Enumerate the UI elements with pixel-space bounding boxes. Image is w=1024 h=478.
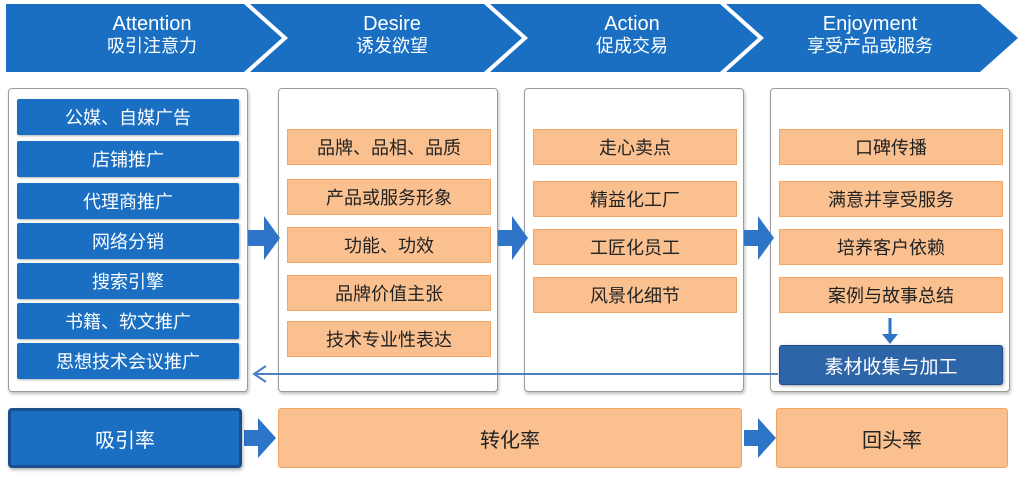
desire-item: 产品或服务形象: [287, 179, 491, 215]
chevron-attention: [6, 4, 282, 72]
enjoyment-item: 培养客户依赖: [779, 229, 1003, 265]
attention-item: 公媒、自媒广告: [17, 99, 239, 135]
chevron-action: [490, 4, 758, 72]
desire-item: 品牌、品相、品质: [287, 129, 491, 165]
block-arrow-right-icon: [244, 418, 276, 458]
stage-subtitle-action: 促成交易: [596, 36, 668, 57]
attention-item: 书籍、软文推广: [17, 303, 239, 339]
material-collection-box: 素材收集与加工: [779, 345, 1003, 385]
enjoyment-panel: 口碑传播 满意并享受服务 培养客户依赖 案例与故事总结 素材收集与加工: [770, 88, 1010, 392]
action-item: 工匠化员工: [533, 229, 737, 265]
stage-subtitle-enjoyment: 享受产品或服务: [807, 36, 933, 57]
enjoyment-item: 满意并享受服务: [779, 181, 1003, 217]
stage-title-action: Action: [604, 13, 660, 35]
block-arrow-right-icon: [498, 216, 528, 260]
desire-item: 技术专业性表达: [287, 321, 491, 357]
attention-item: 思想技术会议推广: [17, 343, 239, 379]
desire-panel: 品牌、品相、品质 产品或服务形象 功能、功效 品牌价值主张 技术专业性表达: [278, 88, 498, 392]
attention-item: 代理商推广: [17, 183, 239, 219]
desire-item: 功能、功效: [287, 227, 491, 263]
enjoyment-item: 案例与故事总结: [779, 277, 1003, 313]
block-arrow-right-icon: [744, 418, 776, 458]
block-arrow-right-icon: [248, 216, 280, 260]
chevron-enjoyment: [726, 4, 1018, 72]
stage-subtitle-desire: 诱发欲望: [356, 36, 428, 57]
attention-item: 网络分销: [17, 223, 239, 259]
down-arrow-head-icon: [882, 334, 898, 344]
action-item: 风景化细节: [533, 277, 737, 313]
feedback-arrow-head-icon: [252, 365, 267, 383]
action-panel: 走心卖点 精益化工厂 工匠化员工 风景化细节: [524, 88, 744, 392]
return-rate-box: 回头率: [776, 408, 1008, 468]
stage-chevron-band: [6, 4, 1018, 72]
attention-item: 搜索引擎: [17, 263, 239, 299]
stage-title-desire: Desire: [363, 13, 421, 35]
attention-panel: 公媒、自媒广告 店铺推广 代理商推广 网络分销 搜索引擎 书籍、软文推广 思想技…: [8, 88, 248, 392]
stage-subtitle-attention: 吸引注意力: [107, 36, 197, 57]
action-item: 走心卖点: [533, 129, 737, 165]
attention-item: 店铺推广: [17, 141, 239, 177]
chevron-desire: [250, 4, 522, 72]
action-item: 精益化工厂: [533, 181, 737, 217]
desire-item: 品牌价值主张: [287, 275, 491, 311]
conversion-rate-box: 转化率: [278, 408, 742, 468]
enjoyment-item: 口碑传播: [779, 129, 1003, 165]
attraction-rate-box: 吸引率: [8, 408, 242, 468]
block-arrow-right-icon: [744, 216, 774, 260]
stage-title-attention: Attention: [112, 13, 192, 35]
stage-title-enjoyment: Enjoyment: [822, 13, 918, 35]
